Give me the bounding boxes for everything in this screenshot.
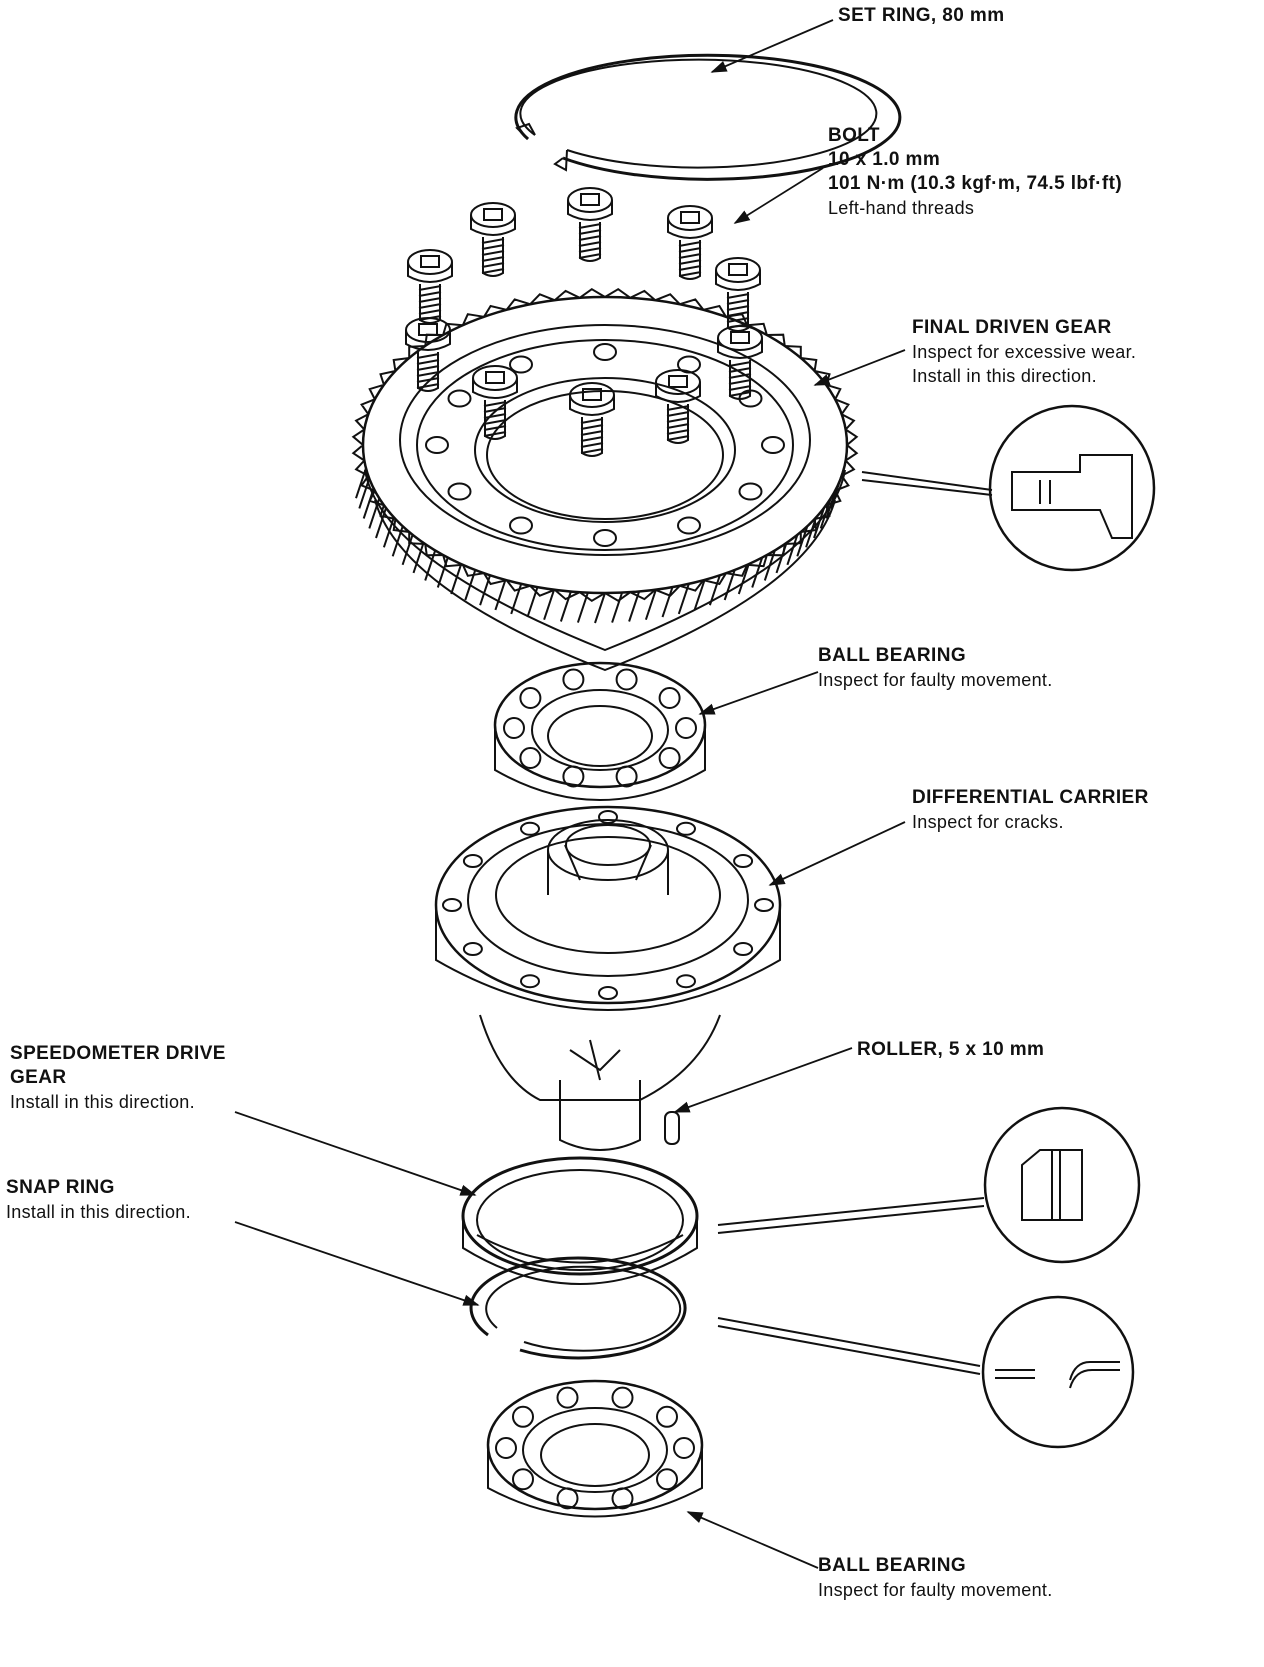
- bearing-ball: [656, 1405, 678, 1428]
- speedometer-drive-gear-label: SPEEDOMETER DRIVE GEAR Install in this d…: [10, 1042, 226, 1114]
- roller-part: [664, 1111, 680, 1145]
- bearing-ball: [512, 1405, 534, 1428]
- gear-bolt-hole: [425, 436, 449, 454]
- gear-helix-lines: [355, 467, 845, 624]
- ball-bearing-bottom-title: BALL BEARING: [818, 1555, 967, 1576]
- bolt: [715, 257, 761, 332]
- gear-bolt-hole: [761, 436, 785, 454]
- differential-carrier-title: DIFFERENTIAL CARRIER: [912, 787, 1149, 808]
- snap-ring-note: Install in this direction.: [6, 1202, 191, 1222]
- speedometer-section-detail: [717, 1106, 1141, 1264]
- bearing-ball: [658, 747, 681, 769]
- carrier-flange-hole: [598, 810, 618, 824]
- gear-bolt-hole: [447, 389, 472, 408]
- ball-bearing-bottom-part: [486, 1379, 704, 1518]
- differential-carrier-label: DIFFERENTIAL CARRIER Inspect for cracks.: [912, 786, 1149, 834]
- carrier-flange-hole: [733, 942, 754, 956]
- speedometer-drive-gear-title-1: SPEEDOMETER DRIVE: [10, 1043, 226, 1064]
- ball-bearing-bottom-label: BALL BEARING Inspect for faulty movement…: [818, 1554, 1053, 1602]
- bolt: [655, 369, 701, 444]
- gear-bolt-hole: [509, 355, 533, 374]
- bearing-ball: [615, 668, 638, 691]
- bearing-ball: [503, 717, 525, 739]
- bolt-torque: 101 N·m (10.3 kgf·m, 74.5 lbf·ft): [828, 173, 1123, 194]
- bearing-ball: [519, 687, 542, 709]
- gear-section-detail: [861, 404, 1156, 572]
- final-driven-gear-note-2: Install in this direction.: [912, 366, 1097, 386]
- gear-bolt-hole: [509, 516, 533, 535]
- snap-ring-title: SNAP RING: [6, 1177, 115, 1198]
- snap-ring-part: [469, 1256, 687, 1360]
- bearing-ball: [675, 717, 697, 739]
- bearing-ball: [556, 1386, 579, 1409]
- bolt: [472, 365, 518, 440]
- bolts-part: [405, 187, 763, 457]
- bearing-ball: [495, 1437, 517, 1459]
- ball-bearing-bottom-note: Inspect for faulty movement.: [818, 1580, 1053, 1600]
- carrier-flange-hole: [520, 974, 540, 989]
- bolt-size: 10 x 1.0 mm: [828, 149, 941, 170]
- bolt: [567, 187, 613, 262]
- roller-label: ROLLER, 5 x 10 mm: [857, 1038, 1044, 1062]
- speedometer-drive-gear-title-2: GEAR: [10, 1067, 67, 1088]
- ball-bearing-top-title: BALL BEARING: [818, 645, 967, 666]
- bolt: [667, 205, 713, 280]
- carrier-flange-hole: [676, 974, 696, 989]
- gear-bolt-hole: [738, 482, 763, 501]
- bearing-ball: [562, 765, 585, 788]
- bolt-title: BOLT: [828, 125, 880, 146]
- speedometer-drive-gear-note: Install in this direction.: [10, 1092, 195, 1112]
- final-driven-gear-note-1: Inspect for excessive wear.: [912, 342, 1137, 362]
- ball-bearing-top-label: BALL BEARING Inspect for faulty movement…: [818, 644, 1053, 692]
- bolt: [407, 249, 453, 324]
- ball-bearing-top-part: [493, 661, 707, 801]
- carrier-flange-hole: [676, 821, 696, 836]
- bearing-ball: [519, 747, 542, 769]
- ball-bearing-top-note: Inspect for faulty movement.: [818, 670, 1053, 690]
- leader-lines: [234, 19, 906, 1569]
- final-driven-gear-label: FINAL DRIVEN GEAR Inspect for excessive …: [912, 316, 1136, 388]
- bolt-note: Left-hand threads: [828, 198, 975, 218]
- carrier-flange-hole: [733, 854, 754, 868]
- carrier-flange-hole: [462, 854, 483, 868]
- carrier-flange-hole: [462, 942, 483, 956]
- bearing-ball: [611, 1487, 634, 1510]
- final-driven-gear-title: FINAL DRIVEN GEAR: [912, 317, 1112, 338]
- bearing-ball: [615, 765, 638, 788]
- bearing-ball: [656, 1468, 678, 1491]
- gear-bolt-hole: [593, 343, 617, 361]
- bolt: [717, 325, 763, 400]
- carrier-flange-hole: [442, 898, 462, 912]
- snap-ring-section-detail: [717, 1295, 1135, 1449]
- roller-title: ROLLER, 5 x 10 mm: [857, 1039, 1045, 1060]
- gear-bolt-hole: [447, 482, 472, 501]
- gear-bolt-hole: [677, 516, 701, 535]
- carrier-flange-hole: [754, 898, 774, 912]
- carrier-flange-hole: [598, 986, 618, 1000]
- bolt: [470, 202, 516, 277]
- bearing-ball: [562, 668, 585, 691]
- differential-carrier-part: [434, 805, 782, 1151]
- bolt: [405, 317, 451, 392]
- carrier-flange-hole: [520, 821, 540, 836]
- bearing-ball: [512, 1468, 534, 1491]
- set-ring-part: [514, 53, 902, 181]
- bearing-ball: [611, 1386, 634, 1409]
- bolt: [569, 382, 615, 457]
- bearing-ball: [658, 687, 681, 709]
- set-ring-title: SET RING, 80 mm: [838, 5, 1005, 26]
- bearing-ball: [673, 1437, 695, 1459]
- final-driven-gear-part: [351, 288, 859, 672]
- set-ring-label: SET RING, 80 mm: [838, 4, 1005, 28]
- bolt-label: BOLT 10 x 1.0 mm 101 N·m (10.3 kgf·m, 74…: [828, 124, 1122, 220]
- speedometer-drive-gear-part: [461, 1156, 699, 1285]
- gear-bolt-hole: [593, 529, 617, 547]
- differential-carrier-note: Inspect for cracks.: [912, 812, 1064, 832]
- bearing-ball: [556, 1487, 579, 1510]
- snap-ring-label: SNAP RING Install in this direction.: [6, 1176, 191, 1224]
